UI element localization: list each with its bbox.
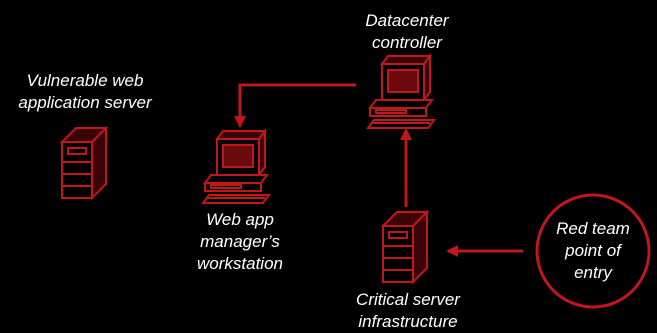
desktop-computer-icon bbox=[201, 128, 271, 204]
server-tower-icon bbox=[380, 209, 430, 285]
arrow-controller-to-workstation bbox=[234, 83, 356, 128]
vulnerable-server-label: Vulnerable web application server bbox=[18, 71, 152, 112]
server-tower-icon bbox=[59, 125, 109, 201]
red-team-entry-circle bbox=[535, 193, 651, 309]
datacenter-controller-label: Datacenter controller bbox=[365, 11, 449, 52]
red-team-entry-label: Red team point of entry bbox=[556, 219, 630, 282]
workstation-label: Web app manager’s workstation bbox=[197, 210, 283, 273]
desktop-computer-icon bbox=[366, 53, 436, 129]
critical-infrastructure-label: Critical server infrastructure bbox=[356, 290, 460, 331]
